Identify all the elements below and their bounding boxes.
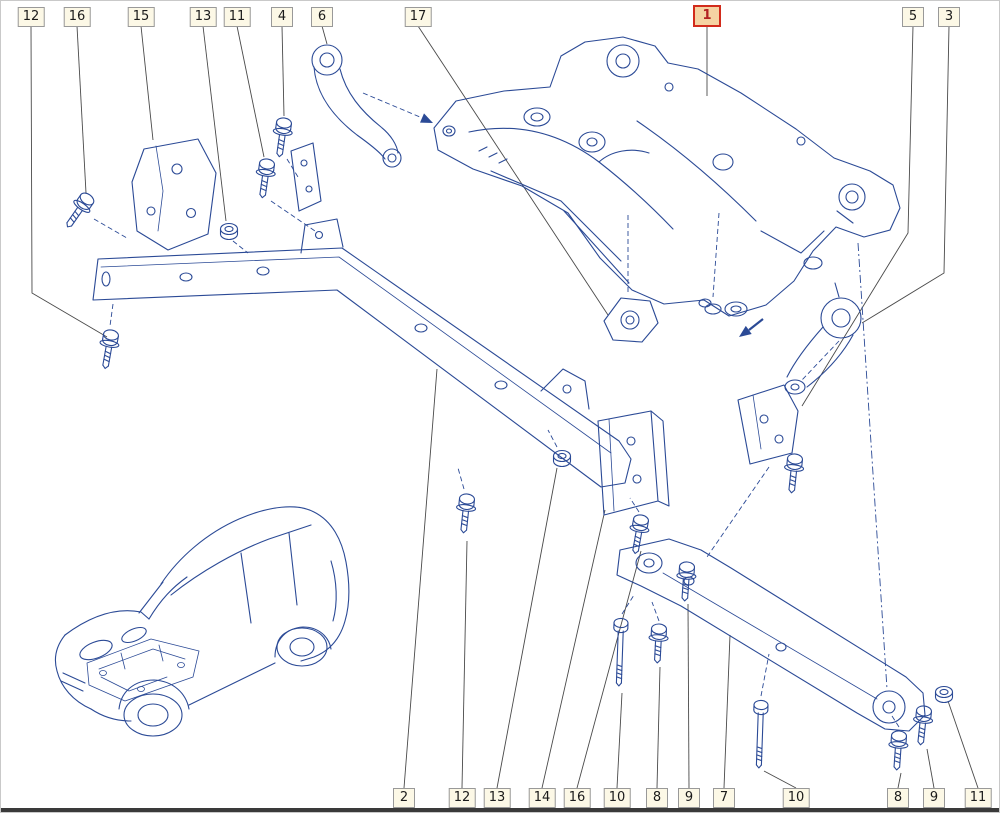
leader-bottom-12: [461, 540, 468, 789]
leader-bottom-16: [576, 550, 642, 789]
car-sketch: [54, 506, 350, 737]
callout-bottom-11[interactable]: 11: [964, 788, 992, 808]
nut-13-top: [219, 222, 239, 241]
leader-bottom-11: [947, 700, 979, 789]
assembly-dashed-lines: [93, 92, 900, 728]
callout-bottom-9-left[interactable]: 9: [678, 788, 700, 808]
callout-bottom-13[interactable]: 13: [483, 788, 511, 808]
bottom-edge-strip: [1, 808, 999, 812]
leader-top-17: [417, 25, 609, 316]
callout-bottom-9-right[interactable]: 9: [923, 788, 945, 808]
callout-top-11[interactable]: 11: [223, 7, 251, 27]
callout-bottom-10-right[interactable]: 10: [782, 788, 810, 808]
leader-top-6: [321, 25, 328, 45]
crossmember-part-2: [92, 218, 632, 488]
bolt-12-left: [95, 327, 122, 371]
callout-top-13[interactable]: 13: [189, 7, 217, 27]
arm-part-3: [784, 282, 862, 395]
callout-top-1-highlighted[interactable]: 1: [693, 5, 721, 27]
callout-top-16[interactable]: 16: [63, 7, 91, 27]
leader-bottom-2: [403, 368, 438, 789]
leader-top-12: [30, 25, 108, 338]
callout-top-15[interactable]: 15: [127, 7, 155, 27]
leader-bottom-10-left: [616, 692, 623, 789]
callout-top-17[interactable]: 17: [404, 7, 432, 27]
bracket-part-5: [737, 384, 799, 465]
bolt-8-bottom-right: [886, 729, 910, 772]
leader-top-5: [801, 25, 914, 407]
locate-arrow-left: [362, 92, 433, 123]
leader-bottom-8-left: [656, 666, 661, 789]
callout-bottom-10-left[interactable]: 10: [603, 788, 631, 808]
callout-top-6[interactable]: 6: [311, 7, 333, 27]
bracket-part-15: [131, 138, 217, 251]
leader-lines: [30, 25, 979, 789]
callout-bottom-16[interactable]: 16: [563, 788, 591, 808]
car-subframe-highlight: [86, 638, 200, 702]
bracket-part-17: [603, 297, 659, 343]
callout-bottom-7[interactable]: 7: [713, 788, 735, 808]
link-arm-part-6: [290, 44, 402, 212]
callout-bottom-2[interactable]: 2: [393, 788, 415, 808]
leader-bottom-7: [723, 634, 731, 789]
bolt-11-top: [252, 157, 278, 200]
leader-top-16: [76, 25, 87, 194]
callout-top-4[interactable]: 4: [271, 7, 293, 27]
bracket-part-14: [597, 410, 670, 516]
leader-bottom-9-right: [926, 748, 935, 789]
bolt-8-left: [647, 622, 670, 665]
stay-bar-part-7: [616, 538, 926, 732]
leader-top-15: [140, 25, 154, 141]
callout-top-5[interactable]: 5: [902, 7, 924, 27]
leader-bottom-9-left: [687, 603, 690, 789]
leader-bottom-8-right: [897, 772, 902, 789]
subframe-part-1: [433, 36, 901, 317]
bolt-16-top-left: [59, 188, 99, 233]
leader-top-11: [236, 25, 265, 158]
leader-bottom-10-right: [763, 770, 797, 789]
callout-top-3[interactable]: 3: [938, 7, 960, 27]
leader-top-4: [281, 25, 285, 117]
bolt-4: [269, 116, 295, 159]
nut-11-bottom-right: [934, 685, 954, 704]
bolt-10-right: [751, 699, 769, 769]
bolt-16-middle: [625, 512, 652, 556]
callout-bottom-8-right[interactable]: 8: [887, 788, 909, 808]
callout-bottom-8-left[interactable]: 8: [646, 788, 668, 808]
leader-top-13: [202, 25, 227, 222]
callout-top-12[interactable]: 12: [17, 7, 45, 27]
callout-bottom-14[interactable]: 14: [528, 788, 556, 808]
bolt-8-upper-right: [781, 452, 806, 495]
leader-bottom-13: [496, 467, 558, 789]
leader-bottom-14: [541, 509, 606, 789]
locate-arrow-center: [739, 318, 764, 337]
bolt-12-middle: [453, 492, 478, 535]
callout-bottom-12[interactable]: 12: [448, 788, 476, 808]
leader-top-3: [861, 25, 950, 324]
